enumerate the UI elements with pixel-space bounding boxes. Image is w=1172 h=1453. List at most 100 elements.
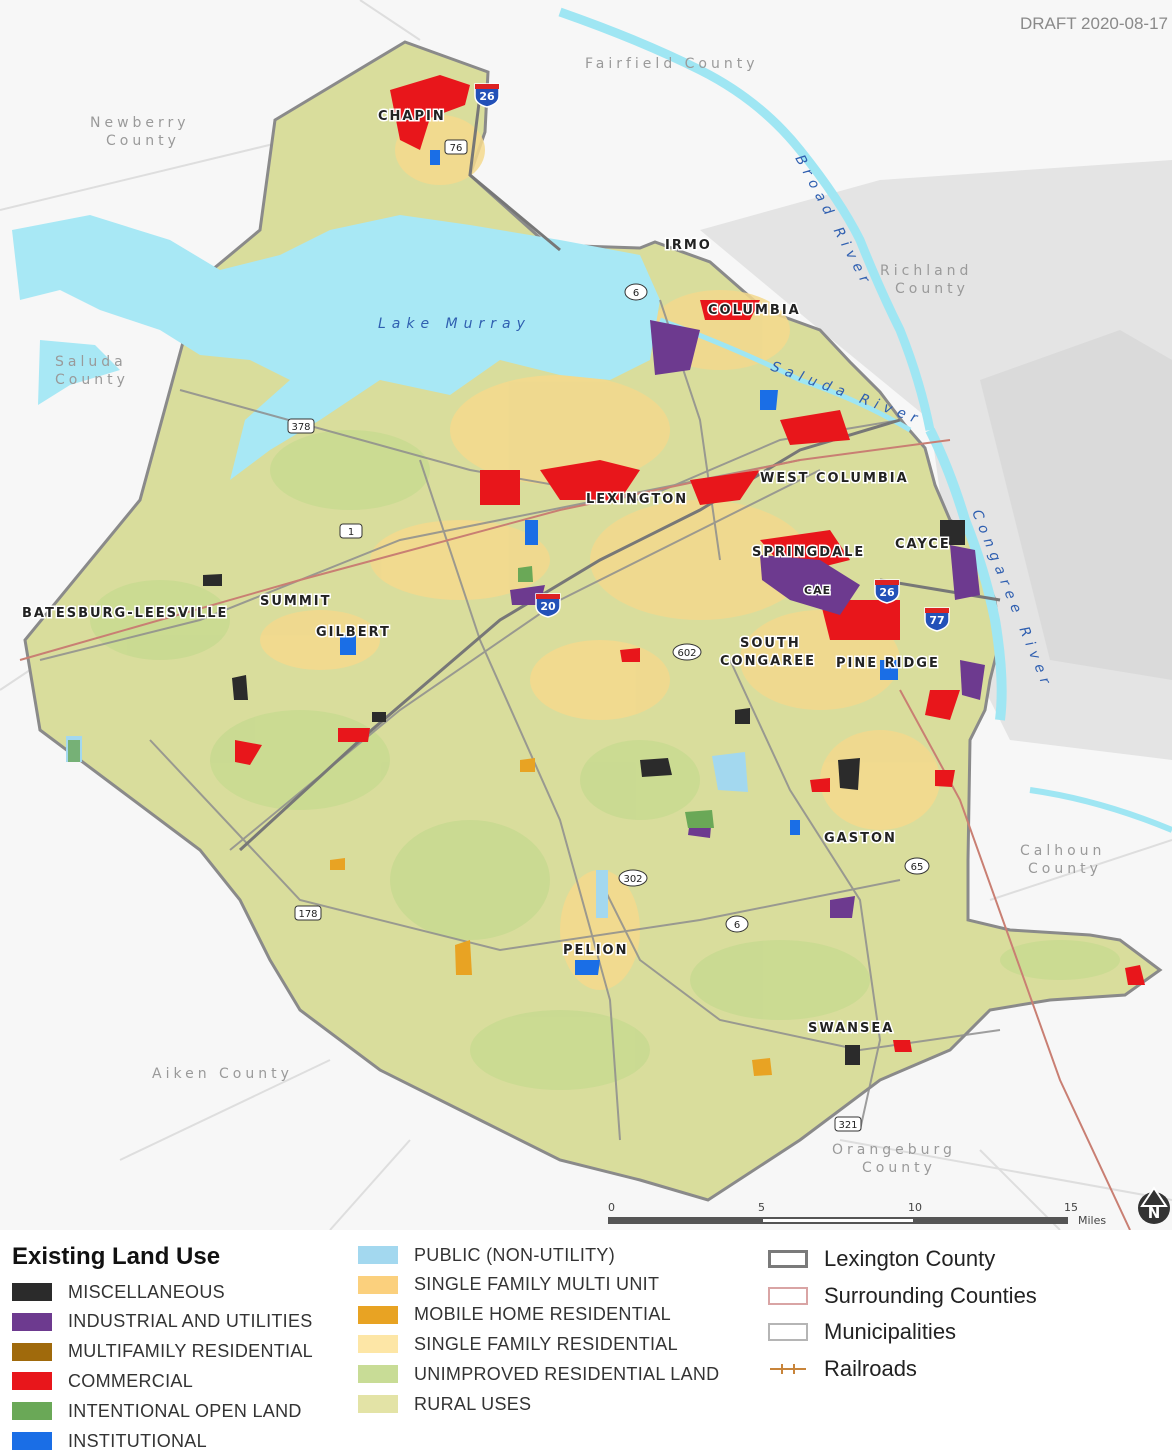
lake-murray bbox=[12, 215, 660, 480]
i20-shield: 20 bbox=[535, 593, 561, 618]
saluda-county-label-line2: County bbox=[55, 372, 129, 388]
sc302-shield: 302 bbox=[618, 869, 648, 887]
svg-text:6: 6 bbox=[734, 920, 740, 931]
svg-text:302: 302 bbox=[623, 874, 642, 885]
legend-ref-item: Surrounding Counties bbox=[768, 1282, 1037, 1308]
legend-item: MULTIFAMILY RESIDENTIAL bbox=[12, 1340, 313, 1364]
legend-ref-label: Lexington County bbox=[824, 1246, 996, 1271]
legend-label: COMMERCIAL bbox=[68, 1370, 194, 1391]
legend-ref-label: Surrounding Counties bbox=[824, 1282, 1037, 1308]
svg-text:N: N bbox=[1148, 1204, 1161, 1222]
orangeburg-county-label-line2: County bbox=[862, 1160, 936, 1176]
legend-label: MISCELLANEOUS bbox=[68, 1281, 225, 1302]
legend-label: MOBILE HOME RESIDENTIAL bbox=[414, 1304, 671, 1325]
newberry-county-label-line1: Newberry bbox=[90, 115, 190, 131]
route-shields: 76 6 378 1 602 65 302 6 178 321 bbox=[287, 139, 930, 1132]
svg-text:26: 26 bbox=[879, 586, 895, 599]
legend-title: Existing Land Use bbox=[12, 1243, 221, 1270]
sc602-shield: 602 bbox=[672, 643, 702, 661]
railroads bbox=[19, 439, 1131, 1230]
open-land-patches bbox=[68, 566, 714, 828]
legend-label: SINGLE FAMILY MULTI UNIT bbox=[414, 1274, 660, 1295]
orangeburg-county-label-line1: Orangeburg bbox=[832, 1142, 956, 1158]
i26-north-shield: 26 bbox=[474, 83, 500, 108]
railroad-symbol-icon bbox=[768, 1360, 808, 1378]
calhoun-county-label-line2: County bbox=[1028, 861, 1102, 877]
legend-swatch bbox=[12, 1402, 52, 1421]
svg-text:20: 20 bbox=[540, 600, 556, 613]
scale-bar: 0 5 10 15 Miles bbox=[608, 1197, 1118, 1233]
us1-shield: 1 bbox=[339, 523, 363, 539]
institutional-patches bbox=[340, 150, 898, 975]
richland-county-label-line2: County bbox=[895, 281, 969, 297]
i77-shield: 77 bbox=[924, 607, 950, 632]
scale-tick-15: 15 bbox=[1064, 1201, 1078, 1214]
svg-text:602: 602 bbox=[677, 648, 696, 659]
legend-ref-item: Lexington County bbox=[768, 1246, 996, 1271]
gaston-label: GASTON bbox=[824, 831, 897, 846]
municipality-labels: CHAPIN IRMO COLUMBIA LEXINGTON WEST COLU… bbox=[21, 108, 951, 1038]
legend-ref-item: Railroads bbox=[768, 1356, 917, 1381]
legend-swatch bbox=[12, 1312, 52, 1331]
summit-label: SUMMIT bbox=[260, 594, 332, 609]
legend-outline-swatch bbox=[768, 1250, 808, 1268]
legend-ref-item: Municipalities bbox=[768, 1319, 957, 1345]
cayce-label: CAYCE bbox=[895, 537, 951, 552]
springdale-label: SPRINGDALE bbox=[752, 545, 865, 560]
saluda-river bbox=[659, 317, 912, 433]
us178-shield: 178 bbox=[294, 905, 322, 921]
legend-item: INDUSTRIAL AND UTILITIES bbox=[12, 1310, 313, 1334]
us321-shield: 321 bbox=[834, 1116, 862, 1132]
legend-swatch bbox=[12, 1342, 52, 1361]
legend-label: UNIMPROVED RESIDENTIAL LAND bbox=[414, 1363, 720, 1384]
legend-label: RURAL USES bbox=[414, 1393, 532, 1414]
us378-shield: 378 bbox=[287, 418, 315, 434]
sc6-south-shield: 6 bbox=[725, 915, 749, 933]
legend-label: PUBLIC (NON-UTILITY) bbox=[414, 1244, 616, 1265]
interstate-shields: 26 20 26 77 bbox=[474, 83, 950, 632]
legend-swatch bbox=[358, 1365, 398, 1384]
svg-text:321: 321 bbox=[838, 1120, 857, 1131]
legend-item: RURAL USES bbox=[358, 1392, 531, 1416]
swansea-label: SWANSEA bbox=[808, 1021, 894, 1036]
batesburg-leesville-label: BATESBURG-LEESVILLE bbox=[22, 606, 228, 621]
gilbert-label: GILBERT bbox=[316, 625, 391, 640]
svg-text:378: 378 bbox=[291, 422, 310, 433]
legend-swatch bbox=[358, 1335, 398, 1354]
svg-text:65: 65 bbox=[911, 862, 924, 873]
svg-text:26: 26 bbox=[479, 90, 495, 103]
columbia-label: COLUMBIA bbox=[708, 303, 801, 318]
mobile-home-patches bbox=[330, 758, 772, 1076]
chapin-label: CHAPIN bbox=[378, 109, 446, 124]
sc6-north-shield: 6 bbox=[624, 283, 648, 301]
industrial-patches bbox=[510, 320, 985, 918]
scale-tick-10: 10 bbox=[908, 1201, 922, 1214]
pelion-label: PELION bbox=[563, 943, 628, 958]
legend-swatch bbox=[12, 1283, 52, 1301]
scale-tick-0: 0 bbox=[608, 1201, 615, 1214]
richland-county-label-line1: Richland bbox=[880, 263, 972, 279]
land-use-map: Fairfield County Newberry County Richlan… bbox=[0, 0, 1172, 1230]
lexington-label: LEXINGTON bbox=[586, 492, 688, 507]
svg-text:6: 6 bbox=[633, 288, 639, 299]
west-columbia-label: WEST COLUMBIA bbox=[760, 471, 909, 486]
legend-item: UNIMPROVED RESIDENTIAL LAND bbox=[358, 1362, 720, 1386]
county-labels: Fairfield County Newberry County Richlan… bbox=[55, 56, 1105, 1176]
legend-item: INSTITUTIONAL bbox=[12, 1429, 207, 1453]
calhoun-county-label-line1: Calhoun bbox=[1020, 843, 1105, 859]
svg-text:77: 77 bbox=[929, 614, 944, 627]
saluda-county-label-line1: Saluda bbox=[55, 354, 127, 370]
legend-ref-label: Municipalities bbox=[824, 1319, 957, 1345]
congaree-river bbox=[925, 427, 1007, 721]
legend-swatch bbox=[12, 1432, 52, 1450]
miscellaneous-patches bbox=[203, 520, 965, 1065]
fairfield-county-label: Fairfield County bbox=[585, 56, 759, 72]
newberry-county-label-line2: County bbox=[106, 133, 180, 149]
svg-text:1: 1 bbox=[348, 527, 354, 538]
legend-swatch bbox=[358, 1246, 398, 1264]
congaree-label: CONGAREE bbox=[720, 654, 816, 669]
lake-murray-label: Lake Murray bbox=[378, 316, 531, 332]
legend-swatch bbox=[358, 1305, 398, 1324]
legend-outline-swatch bbox=[768, 1323, 808, 1342]
broad-river bbox=[558, 7, 935, 431]
